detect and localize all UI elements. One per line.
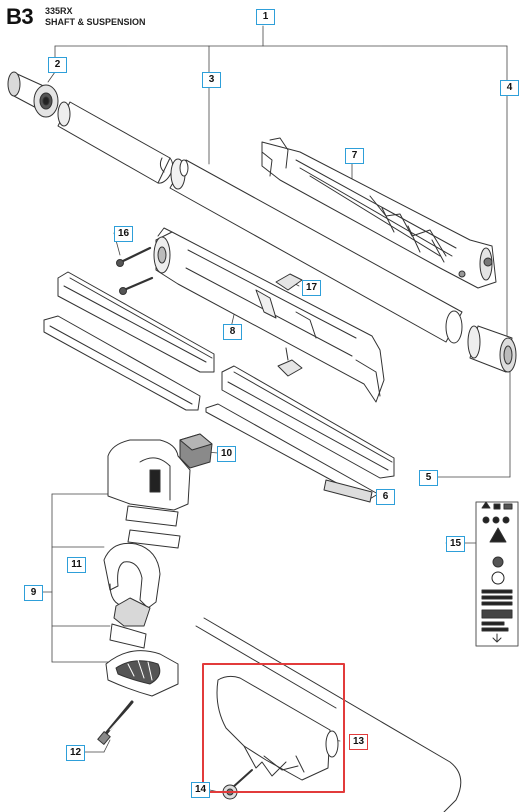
callout-12[interactable]: 12 xyxy=(66,745,86,761)
callout-1[interactable]: 1 xyxy=(256,9,275,25)
part-3-main-shaft-tube[interactable] xyxy=(169,158,463,344)
callout-4[interactable]: 4 xyxy=(500,80,519,96)
callout-3[interactable]: 3 xyxy=(202,72,221,88)
callout-7[interactable]: 7 xyxy=(345,148,364,164)
part-2-end-cap[interactable] xyxy=(7,71,59,118)
part-1-upper-shaft-tube[interactable] xyxy=(57,101,174,184)
callout-13[interactable]: 13 xyxy=(349,734,369,750)
callout-11[interactable]: 11 xyxy=(67,557,86,573)
part-6-rod[interactable] xyxy=(323,479,373,503)
part-7-shaft-liner[interactable] xyxy=(261,137,497,289)
callout-6[interactable]: 6 xyxy=(376,489,395,505)
callout-16[interactable]: 16 xyxy=(114,226,134,242)
part-9-clamp-half[interactable] xyxy=(105,650,179,697)
model-name: 335RX xyxy=(45,6,73,16)
callout-10[interactable]: 10 xyxy=(217,446,237,462)
part-15-decal[interactable] xyxy=(475,501,519,647)
part-4-end-cap[interactable] xyxy=(467,325,517,373)
part-13-guard-bracket[interactable] xyxy=(216,675,339,781)
part-9-bracket[interactable] xyxy=(107,439,191,549)
part-16-screws[interactable] xyxy=(116,246,154,295)
part-14-nut[interactable] xyxy=(222,769,253,800)
callout-9[interactable]: 9 xyxy=(24,585,43,601)
callout-8[interactable]: 8 xyxy=(223,324,242,340)
highlight-frame xyxy=(202,663,345,793)
part-12-bolt[interactable] xyxy=(97,700,134,745)
part-8-clamp-housing[interactable] xyxy=(153,227,385,403)
callout-15[interactable]: 15 xyxy=(446,536,466,552)
part-11-suspension-loop[interactable] xyxy=(103,542,161,649)
lower-shaft-tube xyxy=(195,617,462,812)
part-10-rubber-block[interactable] xyxy=(179,433,213,469)
callout-17[interactable]: 17 xyxy=(302,280,322,296)
callout-2[interactable]: 2 xyxy=(48,57,67,73)
callout-14[interactable]: 14 xyxy=(191,782,211,798)
section-title: SHAFT & SUSPENSION xyxy=(45,17,146,27)
callout-5[interactable]: 5 xyxy=(419,470,438,486)
part-5-guard-channel[interactable] xyxy=(43,271,395,501)
section-code: B3 xyxy=(6,4,34,29)
